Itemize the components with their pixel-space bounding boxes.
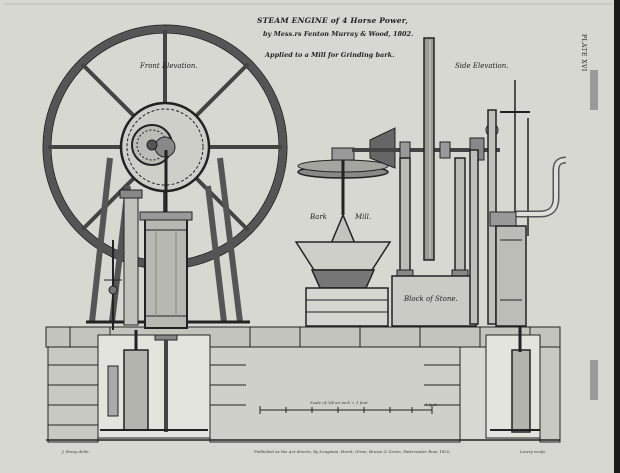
support-columns xyxy=(396,37,469,277)
engraver-credit: Lowry sculp. xyxy=(520,449,546,454)
stone-block xyxy=(391,275,477,327)
draughtsman-credit: J. Farey delin. xyxy=(62,449,90,454)
steam-cylinder xyxy=(104,150,193,330)
plate-application: Applied to a Mill for Grinding bark. xyxy=(265,51,395,59)
front-elevation-label: Front Elevation. xyxy=(140,62,198,70)
page-tab-bottom xyxy=(590,360,598,400)
mill-label: Mill. xyxy=(355,213,372,221)
publisher-imprint: Published as the Act directs, by Longman… xyxy=(254,449,451,454)
scale-caption: Scale of 3/4 an inch = 1 foot xyxy=(310,400,368,405)
side-elevation-engine xyxy=(469,80,567,433)
plate-number: PLATE XVI xyxy=(580,34,587,72)
side-elevation-label: Side Elevation. xyxy=(455,62,509,70)
block-of-stone-label: Block of Stone. xyxy=(404,295,458,303)
air-pump-pit xyxy=(100,330,208,432)
scale-bar xyxy=(259,406,433,414)
bark-mill xyxy=(294,147,392,327)
scale-end-label: 1 foot xyxy=(425,402,437,407)
foundation-masonry xyxy=(45,326,561,443)
page-edge xyxy=(614,0,620,473)
bark-label: Bark xyxy=(310,213,327,221)
plate-makers: by Mess.rs Fenton Murray & Wood, 1802. xyxy=(263,30,414,38)
page-tab-top xyxy=(590,70,598,110)
plate-title: STEAM ENGINE of 4 Horse Power, xyxy=(257,16,409,25)
